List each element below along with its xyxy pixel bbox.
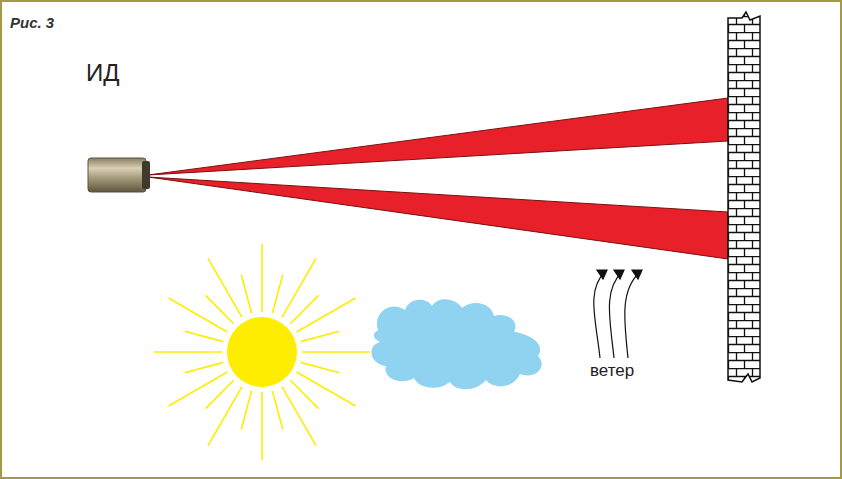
wind-label: ветер (590, 362, 634, 381)
diode (88, 158, 150, 192)
cloud (371, 299, 541, 389)
brick-wall (728, 12, 760, 382)
figure-title: Рис. 3 (10, 14, 54, 31)
sun (154, 244, 370, 460)
beam (148, 177, 728, 259)
diode-label: ИД (86, 60, 120, 86)
beam (148, 98, 728, 175)
wind-arrows (594, 270, 642, 358)
